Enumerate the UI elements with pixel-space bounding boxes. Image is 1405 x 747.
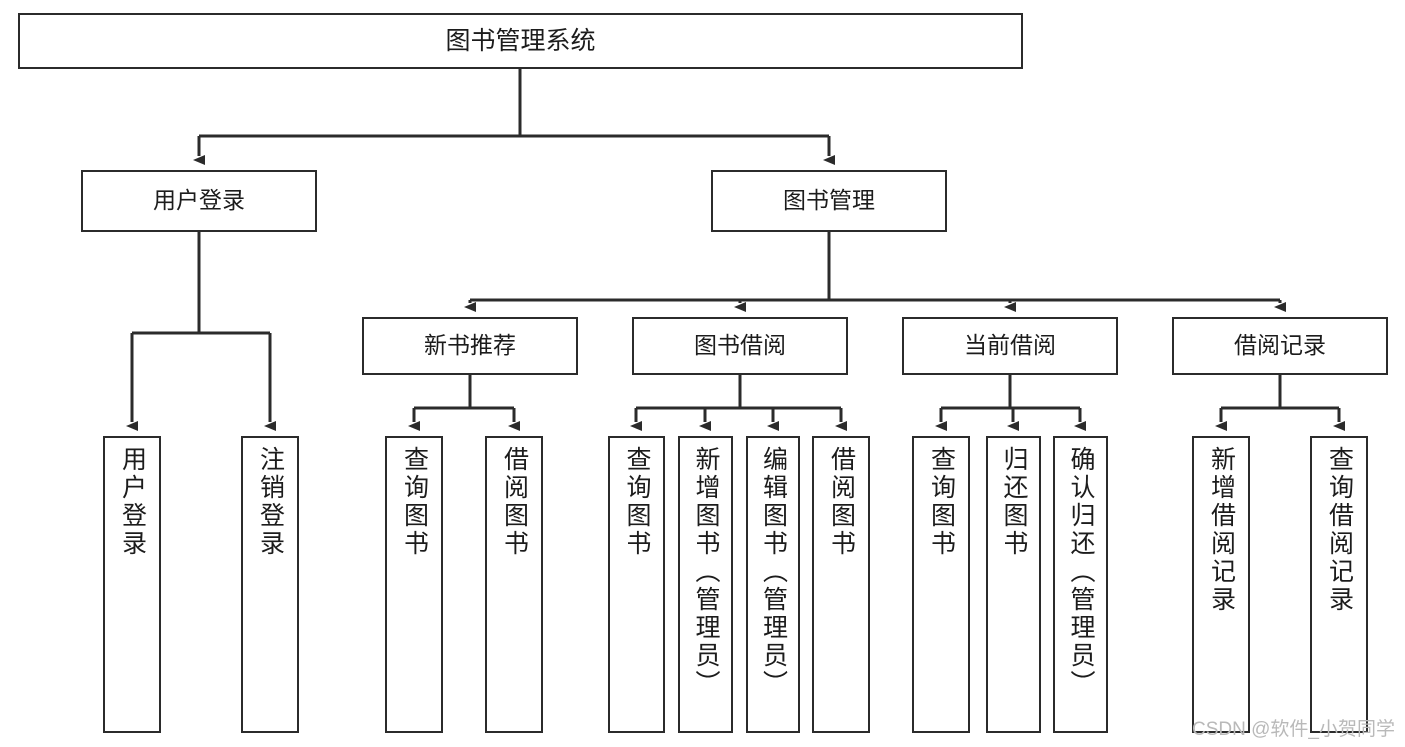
- node-level2-book-borrow-label: 图书借阅: [694, 332, 786, 359]
- node-leaf-borrow-book-rec[interactable]: 借阅图书: [485, 436, 543, 733]
- node-leaf-edit-book-admin[interactable]: 编辑图书（管理员）: [746, 436, 800, 733]
- node-leaf-query-book-borrow-label: 查询图书: [623, 446, 651, 558]
- node-leaf-borrow-book-label: 借阅图书: [827, 446, 856, 558]
- node-leaf-query-book-rec-label: 查询图书: [400, 446, 429, 558]
- node-root[interactable]: 图书管理系统: [18, 13, 1023, 69]
- node-leaf-query-book-rec[interactable]: 查询图书: [385, 436, 443, 733]
- node-root-label: 图书管理系统: [445, 27, 596, 55]
- node-leaf-logout[interactable]: 注销登录: [241, 436, 299, 733]
- node-level1-book-management[interactable]: 图书管理: [711, 170, 947, 232]
- node-leaf-query-book-current-label: 查询图书: [927, 446, 956, 558]
- node-leaf-add-book-admin[interactable]: 新增图书（管理员）: [678, 436, 733, 733]
- node-leaf-confirm-return-admin-label: 确认归还（管理员）: [1067, 446, 1095, 698]
- node-leaf-add-book-admin-label: 新增图书（管理员）: [692, 446, 720, 698]
- node-level1-user-login[interactable]: 用户登录: [81, 170, 317, 232]
- node-leaf-add-borrow-record-label: 新增借阅记录: [1207, 446, 1236, 614]
- node-leaf-add-borrow-record[interactable]: 新增借阅记录: [1192, 436, 1250, 733]
- node-leaf-edit-book-admin-label: 编辑图书（管理员）: [759, 446, 788, 698]
- node-leaf-query-book-current[interactable]: 查询图书: [912, 436, 970, 733]
- node-level2-current-borrow-label: 当前借阅: [964, 332, 1056, 359]
- node-level2-new-book-recommend[interactable]: 新书推荐: [362, 317, 578, 375]
- node-leaf-return-book[interactable]: 归还图书: [986, 436, 1041, 733]
- node-level2-new-book-recommend-label: 新书推荐: [424, 332, 516, 359]
- node-level1-book-management-label: 图书管理: [783, 187, 875, 214]
- node-leaf-query-book-borrow[interactable]: 查询图书: [608, 436, 665, 733]
- node-level2-book-borrow[interactable]: 图书借阅: [632, 317, 848, 375]
- node-leaf-confirm-return-admin[interactable]: 确认归还（管理员）: [1053, 436, 1108, 733]
- node-leaf-query-borrow-record-label: 查询借阅记录: [1325, 446, 1354, 614]
- node-leaf-borrow-book-rec-label: 借阅图书: [500, 446, 529, 558]
- node-level1-user-login-label: 用户登录: [153, 187, 245, 214]
- node-leaf-query-borrow-record[interactable]: 查询借阅记录: [1310, 436, 1368, 733]
- node-level2-borrow-record-label: 借阅记录: [1234, 332, 1326, 359]
- node-level2-borrow-record[interactable]: 借阅记录: [1172, 317, 1388, 375]
- node-leaf-borrow-book[interactable]: 借阅图书: [812, 436, 870, 733]
- connector-lines: [126, 69, 1345, 431]
- node-leaf-user-login[interactable]: 用户登录: [103, 436, 161, 733]
- node-leaf-user-login-label: 用户登录: [118, 446, 147, 558]
- node-leaf-logout-label: 注销登录: [256, 446, 285, 558]
- node-level2-current-borrow[interactable]: 当前借阅: [902, 317, 1118, 375]
- node-leaf-return-book-label: 归还图书: [1000, 446, 1028, 558]
